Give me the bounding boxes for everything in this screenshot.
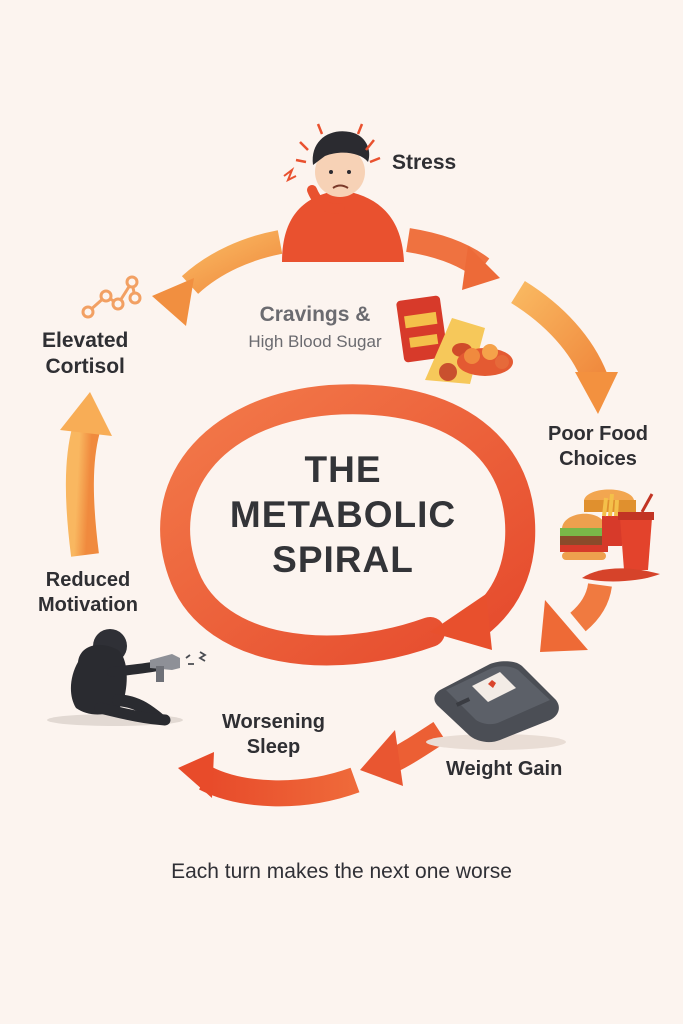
label-elevated-cortisol: Elevated Cortisol [42,329,129,379]
label-stress: Stress [392,151,457,174]
diagram-title: THE METABOLIC SPIRAL [229,449,457,580]
diagram-caption: Each turn makes the next one worse [171,860,512,883]
central-spiral-loop [160,384,536,666]
label-worsening-sleep: Worsening Sleep [222,711,325,758]
label-poor-food-choices: Poor Food Choices [548,423,648,470]
cycle-arrow-sleep-to-motivation [178,752,360,807]
bathroom-scale-icon [426,661,566,750]
label-cravings: Cravings & High Blood Sugar [248,303,382,352]
molecule-icon [81,275,142,319]
cycle-arrow-weight-gain-to-sleep [360,721,447,786]
burger-fries-soda-icon [560,489,660,582]
cycle-arrow-motivation-to-cortisol [60,392,112,557]
cycle-arrow-stress-to-cravings [405,228,500,290]
sitting-person-slumped-icon [47,629,207,726]
label-weight-gain: Weight Gain [446,758,563,780]
cycle-arrow-cortisol-to-stress [152,230,283,326]
junk-food-snacks-icon [396,295,513,384]
stressed-man-icon [282,123,404,262]
label-reduced-motivation: Reduced Motivation [38,569,138,616]
cycle-arrow-cravings-to-poor-food [510,280,618,414]
cycle-arrow-poor-food-to-weight-gain [540,582,612,652]
